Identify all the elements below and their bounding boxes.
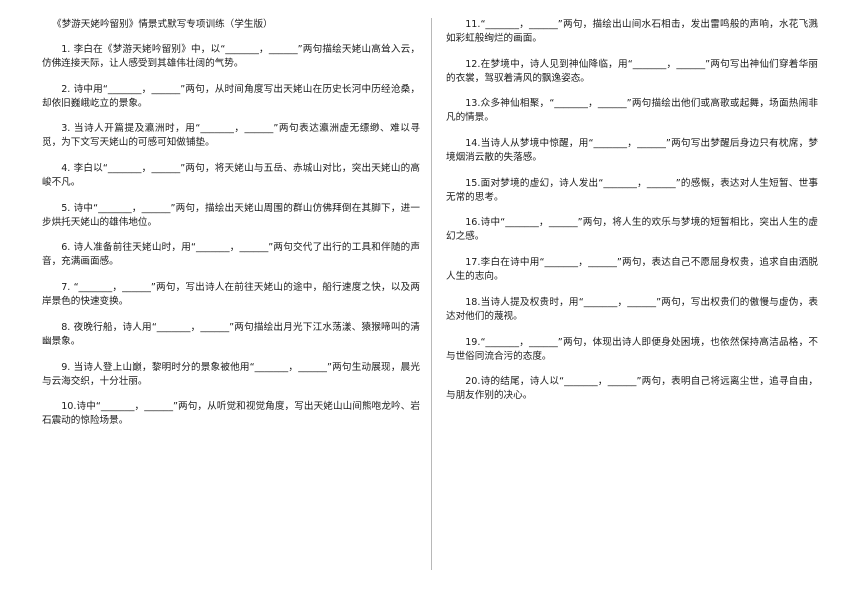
question-6: 6. 诗人准备前往天姥山时，用“_______，______”两句交代了出行的工… bbox=[42, 242, 420, 268]
question-11: 11.“_______，______”两句，描绘出山间水石相击，发出雷鸣般的声响… bbox=[446, 19, 818, 44]
question-18: 18.当诗人提及权贵时，用“_______，______”两句，写出权贵们的傲慢… bbox=[446, 296, 818, 322]
question-12: 12.在梦境中，诗人见到神仙降临，用“_______，______”两句写出神仙… bbox=[446, 58, 818, 84]
question-5: 5. 诗中“_______，______”两句，描绘出天姥山周围的群山仿佛拜倒在… bbox=[42, 202, 420, 228]
question-14: 14.当诗人从梦境中惊醒，用“_______，______”两句写出梦醒后身边只… bbox=[446, 138, 818, 164]
question-20: 20.诗的结尾，诗人以“_______，______”两句，表明自己将远离尘世，… bbox=[446, 376, 818, 402]
question-13: 13.众多神仙相聚，“_______，______”两句描绘出他们或高歌或起舞，… bbox=[446, 98, 818, 124]
right-column: 11.“_______，______”两句，描绘出山间水石相击，发出雷鸣般的声响… bbox=[446, 18, 818, 415]
question-1: 1. 李白在《梦游天姥吟留别》中，以“_______，______”两句描绘天姥… bbox=[42, 44, 420, 69]
question-19: 19.“_______，______”两句，体现出诗人即便身处困境，也依然保持高… bbox=[446, 336, 818, 362]
question-15: 15.面对梦境的虚幻，诗人发出“_______，______”的感慨，表达对人生… bbox=[446, 177, 818, 203]
question-10: 10.诗中“_______，______”两句，从听觉和视觉角度，写出天姥山山间… bbox=[42, 401, 420, 427]
column-divider bbox=[431, 18, 432, 570]
question-7: 7. “_______，______”两句，写出诗人在前往天姥山的途中，船行速度… bbox=[42, 282, 420, 308]
question-4: 4. 李白以“_______，______”两句，将天姥山与五岳、赤城山对比，突… bbox=[42, 163, 420, 189]
question-3: 3. 当诗人开篇提及瀛洲时，用“_______，______”两句表达瀛洲虚无缥… bbox=[42, 123, 420, 149]
question-17: 17.李白在诗中用“_______，______”两句，表达自己不愿屈身权贵，追… bbox=[446, 257, 818, 283]
left-column: 《梦游天姥吟留别》情景式默写专项训练（学生版） 1. 李白在《梦游天姥吟留别》中… bbox=[42, 18, 420, 440]
question-9: 9. 当诗人登上山巅，黎明时分的景象被他用“_______，______”两句生… bbox=[42, 361, 420, 387]
worksheet-title: 《梦游天姥吟留别》情景式默写专项训练（学生版） bbox=[52, 19, 273, 30]
question-8: 8. 夜晚行船，诗人用“_______，______”两句描绘出月光下江水荡漾、… bbox=[42, 321, 420, 347]
question-2: 2. 诗中用“_______，______”两句，从时间角度写出天姥山在历史长河… bbox=[42, 83, 420, 109]
question-16: 16.诗中“_______，______”两句，将人生的欢乐与梦境的短暂相比，突… bbox=[446, 217, 818, 243]
